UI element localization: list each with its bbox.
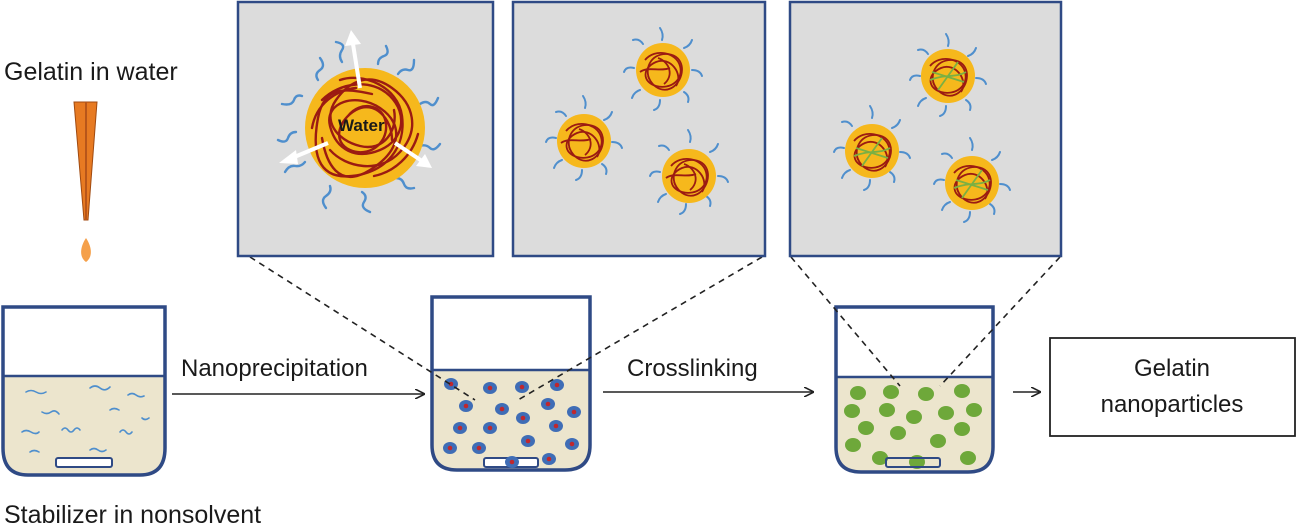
- nanoparticle-dots: [443, 378, 581, 468]
- particle-b: [545, 95, 623, 181]
- result-label-line1: Gelatin: [1134, 355, 1210, 382]
- crosslinking-label: Crosslinking: [627, 355, 758, 382]
- panel-particles-zoom: [511, 0, 767, 258]
- particle-a: [623, 27, 703, 111]
- zoom-lines: [249, 256, 1061, 401]
- gelatin-in-water-label: Gelatin in water: [4, 58, 178, 86]
- beaker-crosslinked: [834, 305, 995, 474]
- result-label-line2: nanoparticles: [1101, 391, 1244, 418]
- particle-c: [649, 129, 729, 215]
- crosslinked-particle-f: [933, 137, 1011, 223]
- pipette-icon: [73, 101, 98, 262]
- beaker-nanoprecipitation: [430, 295, 592, 472]
- nanoprecipitation-label: Nanoprecipitation: [181, 355, 368, 382]
- particle-large: Water: [276, 30, 442, 214]
- crosslinked-particle-d: [909, 33, 987, 117]
- crosslinked-particle-e: [833, 105, 911, 191]
- panel-crosslinked-zoom: [788, 0, 1063, 258]
- result-box: Gelatin nanoparticles: [1049, 337, 1296, 437]
- crosslinked-particles: [844, 384, 982, 469]
- panel-nanoprecipitation-zoom: Water: [236, 0, 495, 258]
- stabilizer-in-nonsolvent-label: Stabilizer in nonsolvent: [4, 501, 261, 529]
- stabilizer-chains: [21, 385, 150, 453]
- water-label: Water: [338, 116, 385, 135]
- beaker-stabilizer: [1, 305, 167, 477]
